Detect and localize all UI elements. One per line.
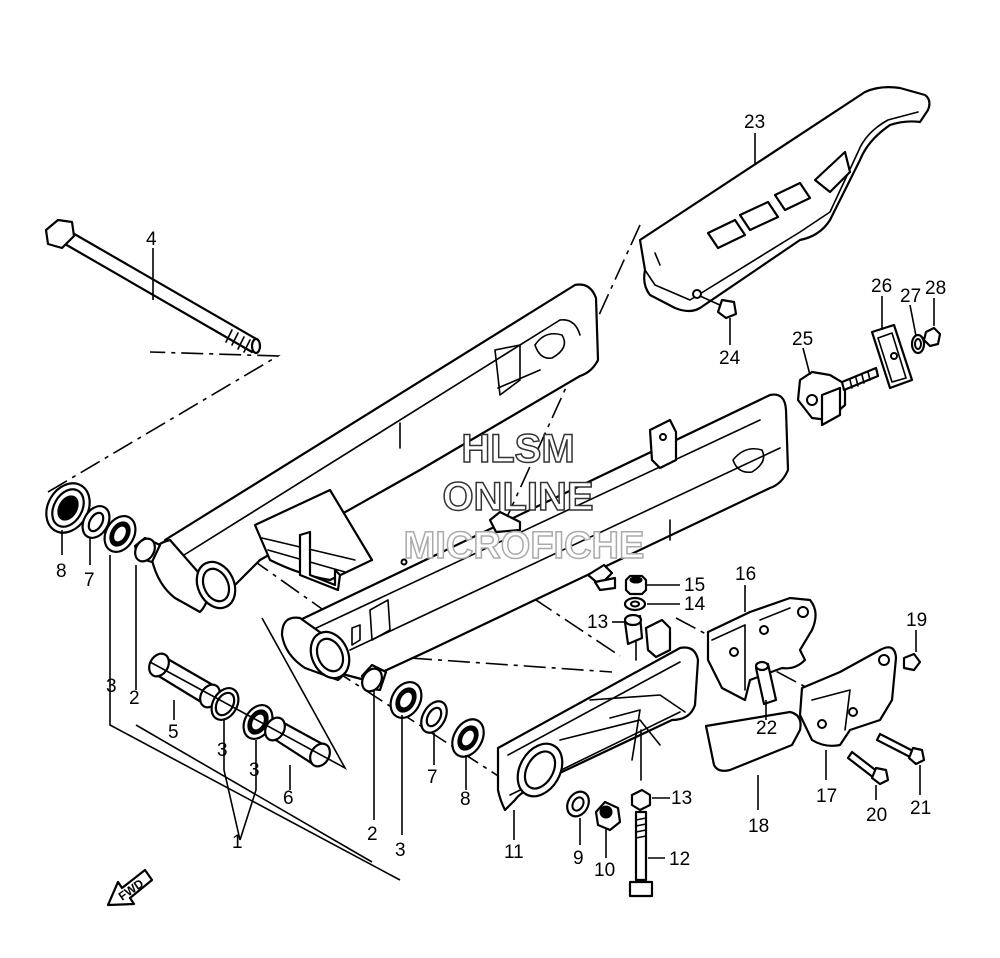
callout-5: 5 bbox=[168, 722, 179, 743]
callout-18: 18 bbox=[748, 816, 769, 837]
callout-16: 16 bbox=[735, 564, 756, 585]
callout-23: 23 bbox=[744, 112, 765, 133]
callout-2: 2 bbox=[367, 824, 378, 845]
callout-1: 1 bbox=[232, 832, 243, 853]
slider-lower-hardware bbox=[566, 729, 654, 898]
callout-22: 22 bbox=[756, 718, 777, 739]
right-pivot-hardware bbox=[360, 663, 485, 758]
callout-8: 8 bbox=[460, 789, 471, 810]
callout-21: 21 bbox=[910, 798, 931, 819]
callout-8: 8 bbox=[56, 561, 67, 582]
callout-25: 25 bbox=[792, 329, 813, 350]
callout-11: 11 bbox=[504, 842, 524, 863]
callout-14: 14 bbox=[684, 594, 706, 615]
watermark-line-2: ONLINE bbox=[442, 475, 593, 519]
callout-10: 10 bbox=[594, 860, 615, 881]
callout-19: 19 bbox=[906, 610, 927, 631]
callout-6: 6 bbox=[283, 788, 294, 809]
pivot-shaft bbox=[44, 218, 262, 355]
callout-4: 4 bbox=[146, 229, 157, 250]
left-pivot-hardware bbox=[45, 482, 162, 564]
callout-13: 13 bbox=[671, 788, 692, 809]
lower-pivot-hardware bbox=[148, 617, 348, 771]
chain-slider bbox=[496, 646, 700, 812]
callout-20: 20 bbox=[866, 805, 887, 826]
callout-3: 3 bbox=[106, 676, 117, 697]
callout-3: 3 bbox=[217, 740, 228, 761]
callout-3: 3 bbox=[249, 760, 260, 781]
chain-adjuster bbox=[796, 323, 942, 427]
leader-lines bbox=[61, 133, 935, 881]
forward-direction-arrow: FWD bbox=[106, 868, 154, 907]
watermark-line-3: MICROFICHE bbox=[404, 525, 645, 567]
callout-13: 13 bbox=[587, 612, 608, 633]
callout-2: 2 bbox=[129, 688, 140, 709]
callout-15: 15 bbox=[684, 575, 705, 596]
callout-9: 9 bbox=[573, 848, 584, 869]
callout-28: 28 bbox=[925, 278, 946, 299]
chain-guide-bracket bbox=[706, 596, 817, 706]
chain-guide-plate bbox=[798, 646, 898, 747]
watermark: HLSM ONLINE MICROFICHE bbox=[403, 426, 645, 568]
callout-3: 3 bbox=[395, 840, 406, 861]
watermark-line-1: HLSM bbox=[461, 427, 574, 471]
callout-24: 24 bbox=[719, 348, 741, 369]
chain-guard bbox=[638, 86, 931, 313]
swingarm bbox=[150, 283, 790, 682]
chain-guard-bolt bbox=[699, 295, 738, 320]
chain-guide-pad bbox=[704, 710, 802, 772]
slider-upper-hardware bbox=[623, 574, 672, 661]
callout-27: 27 bbox=[900, 286, 921, 307]
guide-bolts bbox=[846, 652, 926, 786]
callout-7: 7 bbox=[84, 570, 95, 591]
callout-17: 17 bbox=[816, 786, 837, 807]
callout-26: 26 bbox=[871, 276, 892, 297]
callout-7: 7 bbox=[427, 767, 438, 788]
callout-labels: 4 8 7 3 2 5 3 3 6 1 2 3 7 8 11 9 10 12 1… bbox=[56, 112, 946, 881]
callout-12: 12 bbox=[669, 849, 690, 870]
